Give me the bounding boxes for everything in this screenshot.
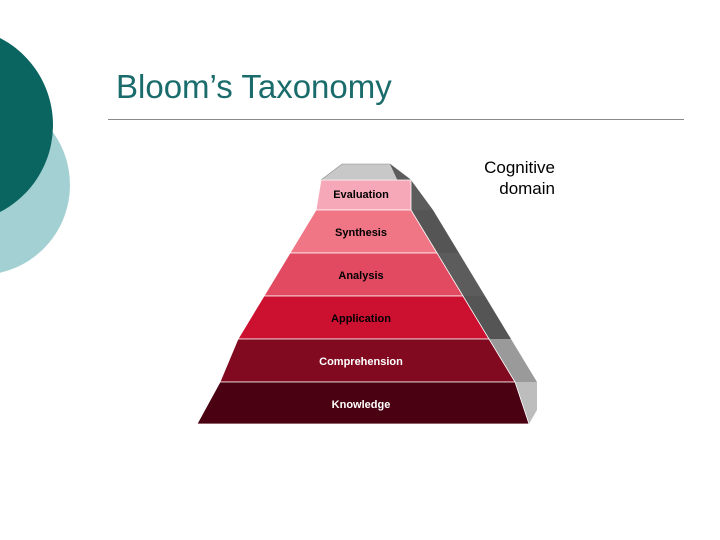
domain-label-line2: domain	[499, 179, 555, 198]
layer-label-comprehension: Comprehension	[319, 356, 403, 368]
decorative-circles	[0, 37, 70, 273]
pyramid-side-comprehension	[489, 339, 537, 382]
layer-label-synthesis: Synthesis	[335, 227, 387, 239]
pyramid-side-evaluation	[390, 164, 433, 210]
layer-label-evaluation: Evaluation	[333, 189, 389, 201]
pyramid-layer-knowledge	[196, 381, 530, 425]
cognitive-domain-label: Cognitive domain	[440, 157, 555, 199]
title-divider	[108, 119, 684, 120]
pyramid-side-knowledge	[515, 382, 537, 424]
dark-teal-circle	[0, 37, 53, 213]
domain-label-line1: Cognitive	[484, 158, 555, 177]
pyramid-side-application	[463, 296, 511, 339]
layer-label-analysis: Analysis	[338, 270, 383, 282]
slide-title: Bloom’s Taxonomy	[116, 68, 392, 105]
pyramid-side-synthesis	[411, 210, 459, 253]
layer-label-knowledge: Knowledge	[332, 399, 391, 411]
layer-label-application: Application	[331, 313, 391, 325]
pyramid-side-analysis	[437, 253, 485, 296]
